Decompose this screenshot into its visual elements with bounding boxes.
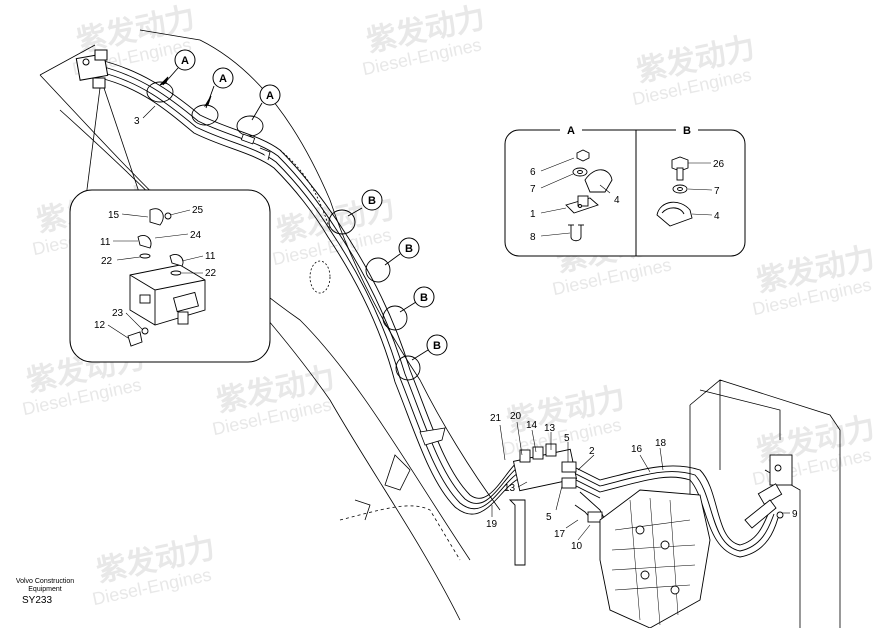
detail-a-leaders: [540, 157, 611, 237]
caption-block: Volvo Construction Equipment SY233: [10, 578, 80, 608]
inset-label: 23: [112, 308, 124, 319]
main-label-leaders: [142, 105, 790, 541]
part-label: 2: [589, 446, 595, 457]
callout-letter: A: [181, 55, 189, 67]
detail-header-a: A: [567, 125, 575, 137]
inset-leaders: [107, 209, 204, 339]
callout-b-3: B: [413, 286, 435, 308]
detail-a-label: 6: [530, 167, 536, 178]
company-name-line2: Equipment: [28, 586, 62, 593]
callout-letter: A: [266, 90, 274, 102]
callout-letter: A: [219, 73, 227, 85]
company-name-line1: Volvo Construction: [15, 578, 75, 585]
callout-b-1: B: [361, 189, 383, 211]
inset-label: 22: [101, 256, 113, 267]
hose-section-circles: [146, 81, 421, 381]
part-label: 5: [546, 512, 552, 523]
inset-label: 11: [100, 237, 111, 248]
part-label: 14: [526, 420, 538, 431]
detail-b-leaders: [687, 162, 713, 216]
right-fitting-block: [744, 454, 793, 529]
detail-a-label: 8: [530, 232, 536, 243]
inset-label: 24: [190, 230, 202, 241]
inset-label: 22: [205, 268, 217, 279]
control-valve-assembly: [599, 489, 711, 628]
part-label: 18: [655, 438, 667, 449]
callout-b-2: B: [398, 237, 420, 259]
part-label: 13: [544, 423, 556, 434]
part-label: 20: [510, 411, 522, 422]
part-label: 21: [490, 413, 502, 424]
inset-leader-lines: [84, 87, 141, 206]
inset-valve: [127, 208, 206, 347]
part-label: 3: [134, 116, 140, 127]
callout-a-3: A: [259, 84, 281, 106]
part-label: 9: [792, 509, 798, 520]
inset-label: 11: [205, 251, 216, 262]
hose-clamps: [240, 133, 446, 446]
callout-letter: B: [368, 195, 376, 207]
detail-header-b: B: [683, 125, 691, 137]
part-label: 10: [571, 541, 583, 552]
detail-b-label: 7: [714, 186, 720, 197]
diagram-code: SY233: [22, 595, 53, 606]
callout-letter: B: [405, 243, 413, 255]
inset-label: 15: [108, 210, 120, 221]
part-label: 13: [504, 483, 516, 494]
inset-label: 25: [192, 205, 204, 216]
callout-b-4: B: [426, 334, 448, 356]
manifold-cluster: [508, 443, 603, 566]
detail-panel: A B 6 7 4 1 8: [504, 124, 746, 257]
part-label: 5: [564, 433, 570, 444]
callout-letter: B: [420, 292, 428, 304]
detail-b-parts: [656, 156, 693, 227]
callout-a-2: A: [212, 67, 234, 89]
detail-a-label: 7: [530, 184, 536, 195]
part-label: 17: [554, 529, 566, 540]
part-label: 16: [631, 444, 643, 455]
detail-a-label: 4: [614, 195, 620, 206]
detail-b-label: 26: [713, 159, 725, 170]
callout-leaders: [159, 67, 429, 361]
callout-a-1: A: [174, 49, 196, 71]
inset-label: 12: [94, 320, 106, 331]
inset-detail: 15 25 11 24 22 11 22 23 12: [69, 189, 271, 363]
top-valve-block: [75, 49, 109, 89]
detail-b-label: 4: [714, 211, 720, 222]
part-label: 19: [486, 519, 498, 530]
detail-a-parts: [565, 149, 613, 242]
main-labels: 3 21 20 14 13 5 2 16 18 13 19 5 17 10 9: [134, 116, 798, 552]
callout-letter: B: [433, 340, 441, 352]
detail-a-label: 1: [530, 209, 536, 220]
